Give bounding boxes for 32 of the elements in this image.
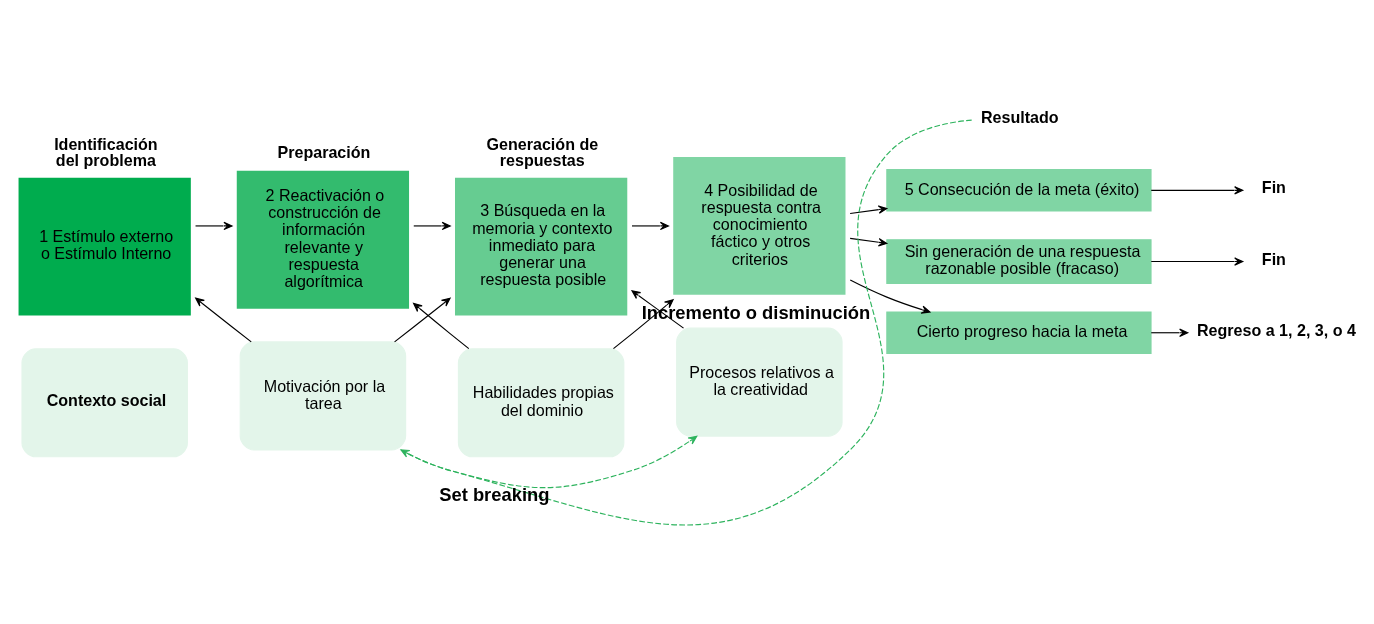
node-box: Habilidades propias del dominio [457, 347, 625, 457]
node-box: Procesos relativos a la creatividad [676, 327, 843, 437]
arrow [194, 221, 233, 230]
node-text: Regreso a 1, 2, 3, o 4 [1196, 320, 1356, 339]
node-label: Identificación del problema [54, 134, 158, 169]
node-text: Fin [1261, 177, 1286, 196]
node-label: Preparación [277, 142, 371, 161]
arrow [1150, 185, 1244, 195]
arrow [849, 278, 931, 314]
arrow [413, 302, 470, 349]
edge-label: Set breaking [439, 483, 550, 505]
arrow [394, 297, 451, 342]
node-box: 3 Búsqueda en la memoria y contexto inmediato para generar una respuesta posible [455, 177, 628, 315]
arrow [413, 221, 451, 230]
arrow [849, 237, 888, 246]
node-box: 5 Consecución de la meta (éxito) [886, 168, 1152, 212]
node-box: Cierto progreso hacia la meta [886, 311, 1152, 354]
node-box: 2 Reactivación o construcción de información relevante y respuesta algorítmica [236, 170, 410, 309]
arrow [1150, 256, 1244, 266]
arrow [631, 221, 669, 230]
node-box: 1 Estímulo externo o Estímulo Interno [18, 177, 191, 315]
arrow [1150, 328, 1189, 337]
node-box: Sin generación de una respuesta razonable posible (fracaso) [886, 238, 1152, 284]
node-text: Resultado [981, 107, 1059, 126]
node-box: Motivación por la tarea [239, 340, 407, 450]
node-label: Generación de respuestas [486, 134, 599, 169]
arrow [849, 204, 888, 214]
arrow [195, 297, 252, 342]
node-box: Contexto social [21, 347, 188, 457]
node-box: 4 Posibilidad de respuesta contra conocimiento fáctico y otros criterios [673, 156, 846, 295]
node-text: Fin [1261, 249, 1286, 268]
arrow [612, 298, 674, 349]
